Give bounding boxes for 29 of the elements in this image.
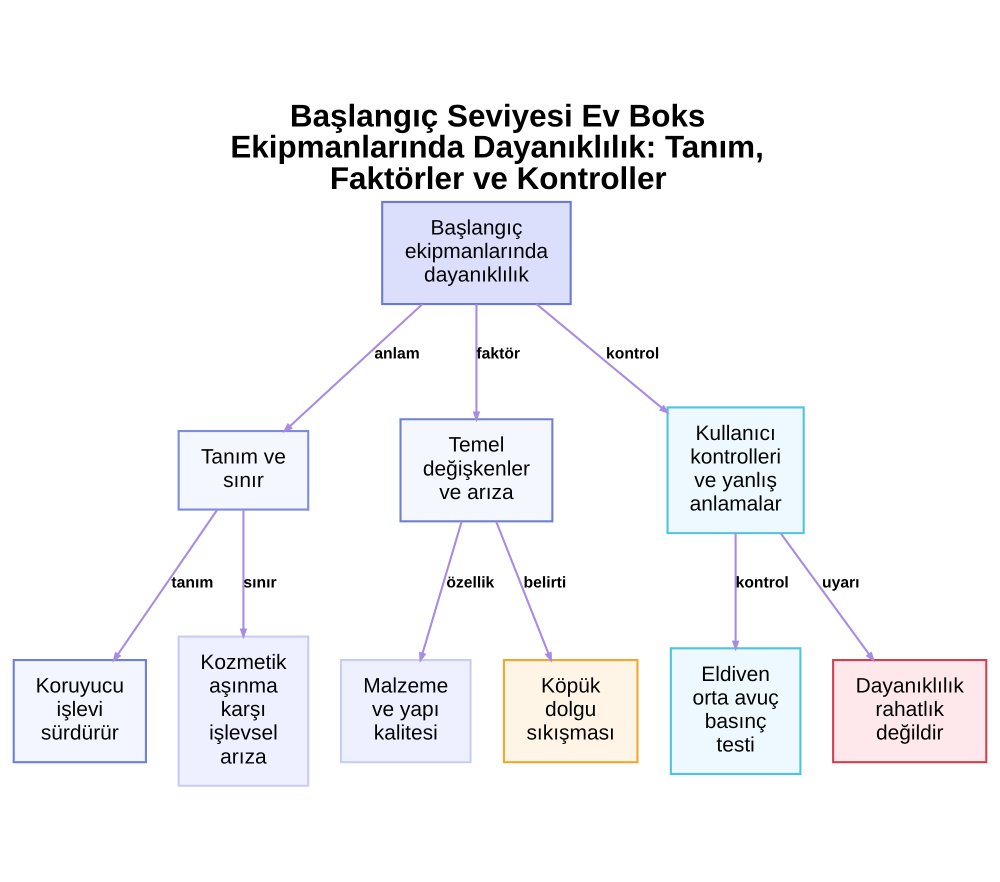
edge-label: tanım [171,574,214,592]
arrow [495,520,552,662]
node-box: Malzeme ve yapı kalitesi [340,658,472,763]
arrow [419,520,463,662]
node-box: Tanım ve sınır [178,429,310,510]
arrow [780,532,876,662]
edge-label: sınır [243,574,277,592]
arrow [536,302,670,414]
edge-label: özellik [446,574,494,592]
arrow [732,533,740,651]
edge-label: faktör [476,345,520,362]
node-box: Köpük dolgu sıkışması [502,658,638,763]
node-box: Eldiven orta avuç basınç testi [670,646,802,775]
edge-label: kontrol [736,574,789,592]
edge-label: uyarı [822,574,860,592]
arrow [472,304,480,422]
edge-label: belirti [524,574,566,592]
diagram-title: Başlangıç Seviyesi Ev Boks Ekipmanlarında Dayanıklılık: Tanım, Faktörler ve Kontroller [230,98,764,196]
arrow [282,302,424,432]
edge-label: anlam [374,345,420,362]
arrow [240,509,248,639]
node-box: Kozmetik aşınma karşı işlevsel arıza [178,635,310,786]
node-box: Başlangıç ekipmanlarında dayanıklılık [381,200,572,305]
arrow [112,508,218,662]
node-box: Kullanıcı kontrolleri ve yanlış anlamalar [666,406,805,534]
node-box: Temel değişkenler ve arıza [399,418,554,522]
node-box: Koruyucu işlevi sürdürür [12,658,147,763]
edge-label: kontrol [606,345,660,362]
node-box: Dayanıklılık rahatlık değildir [832,658,988,763]
